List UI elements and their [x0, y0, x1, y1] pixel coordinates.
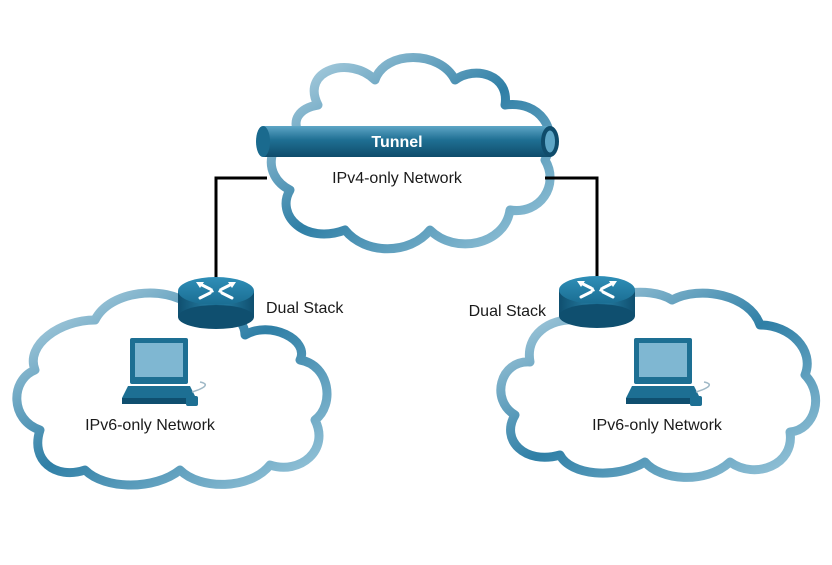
cloud-icon	[496, 287, 821, 482]
computer-icon	[626, 338, 711, 406]
tunnel-pipe-icon	[256, 126, 559, 157]
right-dual-stack-label: Dual Stack	[469, 303, 547, 320]
left-ipv6-network-label: IPv6-only Network	[85, 417, 216, 434]
right-router: Dual Stack	[469, 276, 635, 328]
ipv4-network-label: IPv4-only Network	[332, 170, 463, 187]
right-ipv6-cloud: IPv6-only Network	[496, 287, 821, 482]
right-computer	[626, 338, 711, 406]
tunnel-label: Tunnel	[371, 134, 422, 151]
left-dual-stack-label: Dual Stack	[266, 300, 344, 317]
right-ipv6-network-label: IPv6-only Network	[592, 417, 723, 434]
links	[214, 176, 599, 290]
left-computer	[122, 338, 207, 406]
link-left	[214, 176, 267, 290]
router-icon	[559, 276, 635, 328]
tunnel-pipe: Tunnel	[256, 126, 559, 157]
router-icon	[178, 277, 254, 329]
computer-icon	[122, 338, 207, 406]
link-right	[545, 176, 599, 285]
left-router: Dual Stack	[178, 277, 344, 329]
